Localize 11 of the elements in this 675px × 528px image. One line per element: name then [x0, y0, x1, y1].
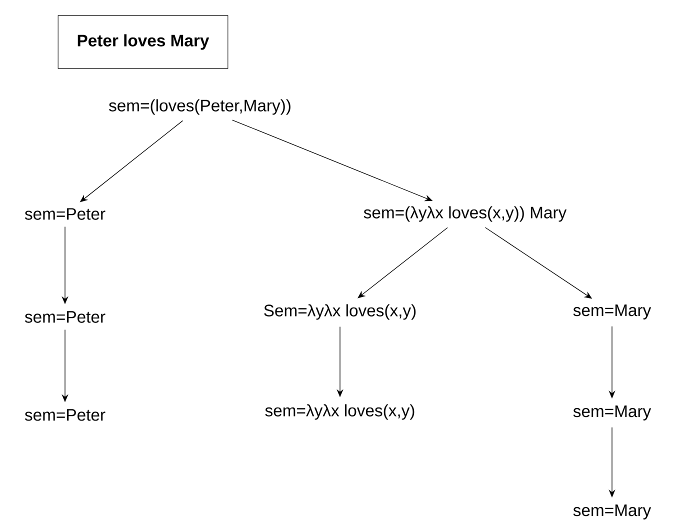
tree-node-label: sem=Mary [573, 304, 652, 320]
title-box: Peter loves Mary [58, 15, 228, 69]
tree-node-label: sem=Peter [24, 208, 106, 220]
tree-node-label: sem=Peter [24, 409, 106, 421]
tree-node-label: sem=Peter [24, 311, 106, 323]
tree-node-label: sem=(loves(Peter,Mary)) [109, 99, 290, 115]
tree-node-label: Sem=λyλx loves(x,y) [264, 304, 416, 320]
tree-node-label: sem=Mary [573, 504, 652, 520]
tree-node-label: sem=Mary [573, 406, 652, 420]
tree-node-label: sem=λyλx loves(x,y) [265, 404, 414, 420]
tree-node-label: sem=(λyλx loves(x,y)) Mary [364, 206, 567, 222]
